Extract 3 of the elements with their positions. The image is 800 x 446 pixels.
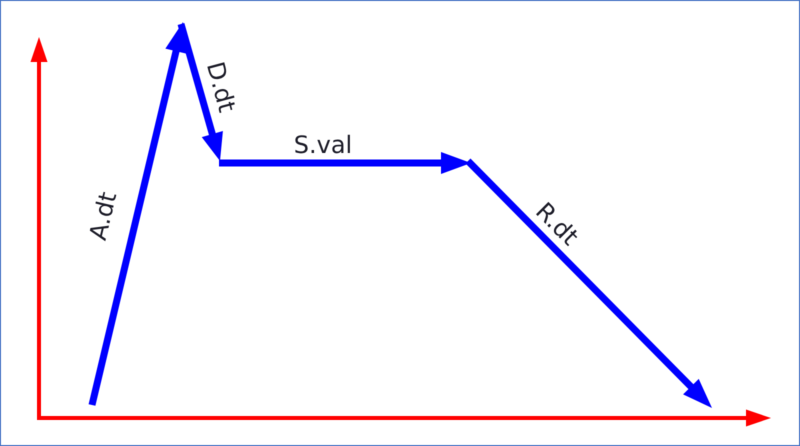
parameter-label: D.dt [202, 59, 240, 115]
parameter-label: A.dt [86, 190, 120, 242]
parameter-label: S.val [294, 133, 352, 157]
